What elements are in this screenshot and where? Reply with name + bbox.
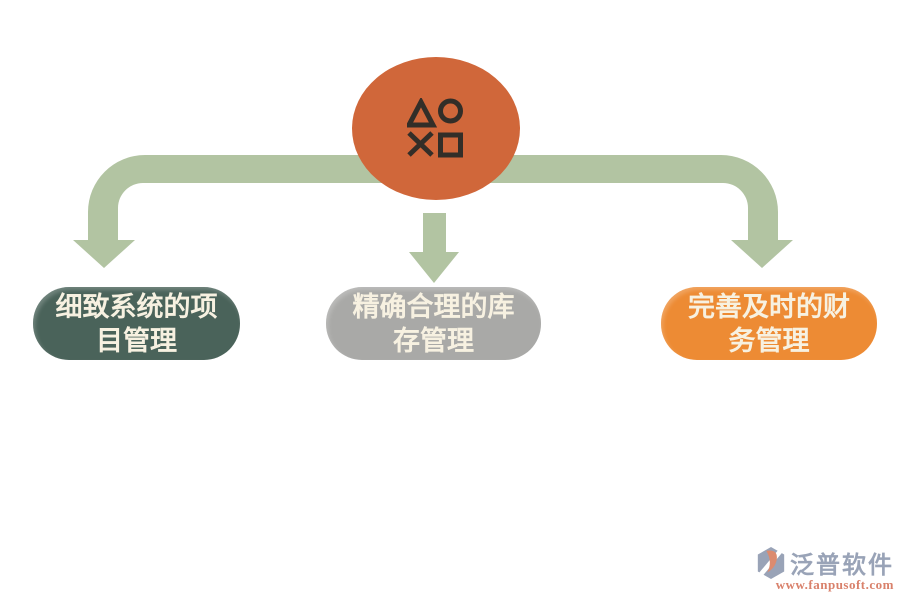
cross-icon [407, 130, 434, 157]
logo-leaf [766, 549, 777, 572]
node-label: 细致系统的项目管理 [55, 291, 218, 356]
hub-ellipse [352, 57, 520, 200]
arrow-center [409, 213, 459, 283]
brand-url: www.fanpusoft.com [775, 577, 894, 592]
circle-icon [438, 98, 463, 123]
node-label: 精确合理的库存管理 [352, 291, 515, 356]
fanpu-logo-icon [755, 545, 787, 580]
brand-watermark: 泛普软件 www.fanpusoft.com [755, 545, 894, 593]
game-shapes-icon [407, 97, 463, 157]
node-label: 完善及时的财务管理 [688, 291, 850, 356]
node-finance-management: 完善及时的财务管理 [661, 287, 877, 360]
triangle-icon [407, 97, 438, 127]
brand-row: 泛普软件 [755, 545, 894, 580]
brand-name: 泛普软件 [790, 552, 894, 579]
node-project-management: 细致系统的项目管理 [33, 287, 240, 360]
node-inventory-management: 精确合理的库存管理 [326, 287, 541, 360]
square-icon [438, 132, 463, 157]
